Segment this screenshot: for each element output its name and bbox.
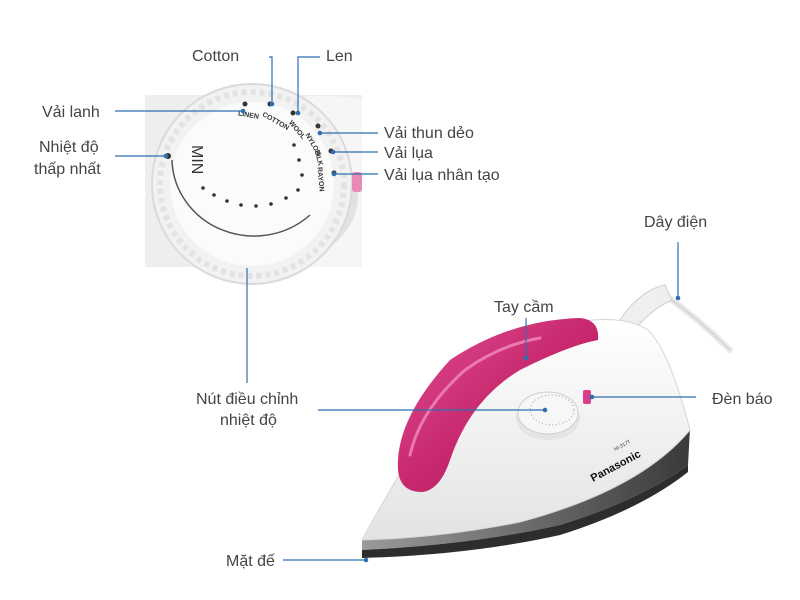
label-vai-lanh: Vải lanh — [42, 104, 100, 121]
label-len: Len — [326, 48, 353, 65]
label-nhiet-do-line2: thấp nhất — [34, 161, 101, 178]
iron: Panasonic NI-317T — [361, 284, 733, 558]
label-cotton: Cotton — [192, 48, 239, 65]
dial-face — [170, 102, 334, 266]
label-vai-lua: Vải lụa — [384, 145, 433, 162]
dial-arc — [171, 159, 311, 237]
dial-closeup: MIN LINEN COTTON WOOL NYLON SILK RAYON — [145, 83, 362, 285]
pink-handle — [397, 318, 599, 492]
label-nut-dieu-chinh-line1: Nút điều chỉnh — [196, 391, 298, 408]
dial-linen-text: LINEN — [237, 110, 259, 121]
indicator-light — [583, 390, 591, 404]
label-day-dien: Dây điện — [644, 214, 707, 231]
label-nhiet-do-line1: Nhiệt độ — [39, 139, 99, 156]
dial-silk-text: SILK — [313, 149, 324, 166]
closeup-indicator-light — [352, 172, 362, 192]
small-dial-marks — [529, 394, 575, 426]
dial-ridges — [157, 89, 347, 279]
power-cord — [662, 292, 733, 353]
leader-cotton — [269, 56, 273, 104]
small-dial-knob — [517, 391, 579, 435]
labels: Cotton Len Vải lanh Nhiệt độ thấp nhất V… — [34, 48, 773, 570]
label-vai-thun-deo: Vải thun dẻo — [384, 125, 474, 142]
cord-strain-relief — [619, 284, 673, 331]
leader-len — [297, 56, 320, 113]
soleplate-edge — [362, 465, 688, 558]
leader-lines — [115, 56, 696, 563]
label-tay-cam: Tay cầm — [494, 299, 554, 316]
label-nut-dieu-chinh-line2: nhiệt độ — [220, 412, 277, 429]
label-den-bao: Đèn báo — [712, 391, 773, 408]
dial-rayon-text: RAYON — [315, 167, 324, 192]
label-vai-lua-nhan-tao: Vải lụa nhân tạo — [384, 167, 500, 184]
handle-highlight — [408, 336, 542, 457]
label-mat-de: Mặt đế — [226, 553, 275, 570]
dial-min-text: MIN — [188, 145, 205, 174]
